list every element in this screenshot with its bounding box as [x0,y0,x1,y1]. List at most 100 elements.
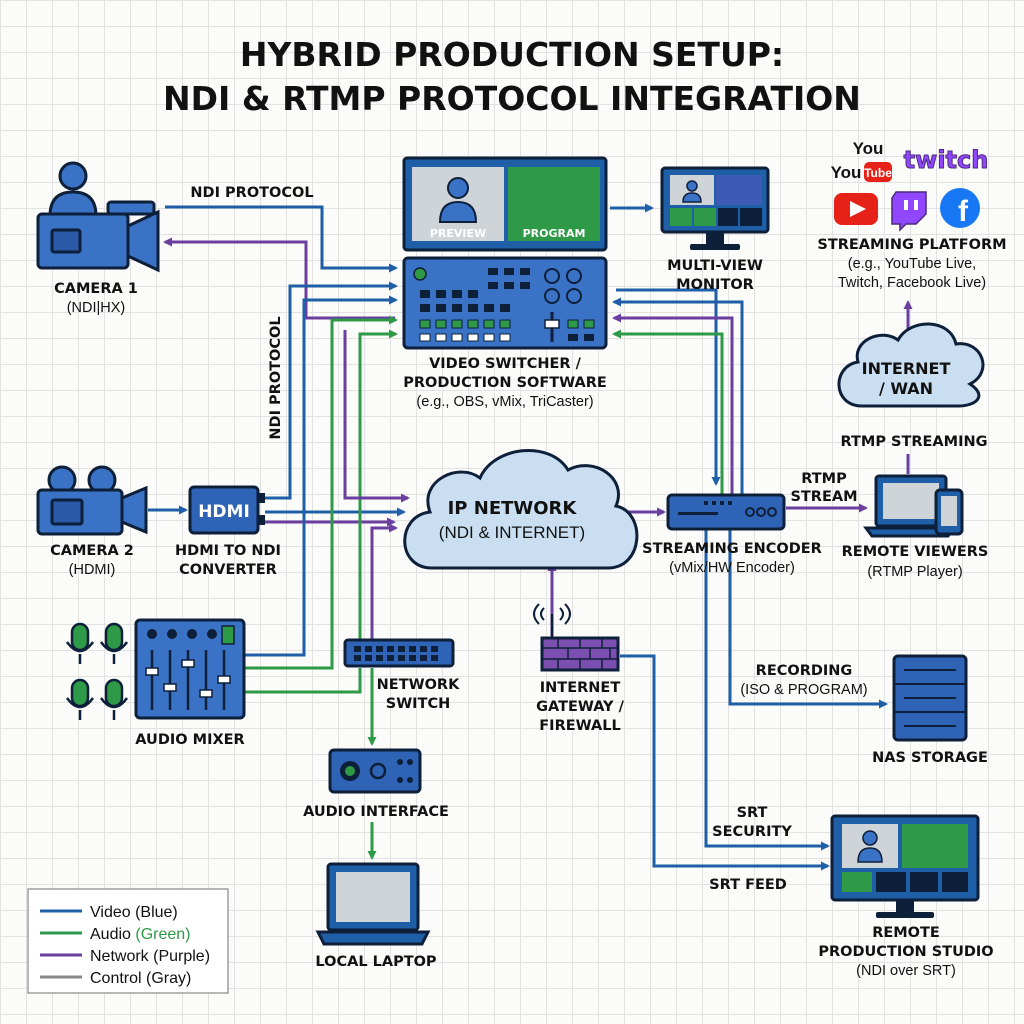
laptop-icon [863,474,957,538]
hdmi-converter-icon: HDMI [188,485,265,535]
remote-studio-monitor-icon [830,814,980,918]
edge-encoder-switcher-video [612,297,744,495]
edge-network-camera1 [163,237,395,320]
edge-label-recording-2: (ISO & PROGRAM) [740,682,867,698]
phone-icon [934,488,964,536]
camera-2-sub: (HDMI) [69,562,116,578]
internet-label-2: / WAN [879,379,933,398]
youtube-play-icon [834,193,878,225]
remote-viewers-node: REMOTE VIEWERS (RTMP Player) [842,474,989,580]
gateway-label-3: FIREWALL [539,718,620,734]
camera-1-sub: (NDI|HX) [67,300,126,316]
edge-label-recording-1: RECORDING [756,663,853,679]
program-label: PROGRAM [523,227,586,240]
legend-text: Audio (Green) [90,926,191,943]
legend-text: Control (Gray) [90,970,191,987]
video-switcher-node: PREVIEW PROGRAM [402,156,608,410]
wifi-icon [533,603,571,638]
edge-encoder-switcher-audio [612,329,724,495]
switcher-label-1: VIDEO SWITCHER / [429,356,582,372]
legend-text: Video (Blue) [90,904,178,921]
firewall-icon [540,636,620,672]
legend-item: Audio (Green) [40,926,191,943]
edge-mixer-netswitch [245,668,362,694]
multiview-label-2: MONITOR [676,277,754,293]
facebook-glyph: f [958,195,969,228]
edge-mixer-switcher-audio [245,315,398,670]
edge-label-ndi-top: NDI PROTOCOL [190,185,313,201]
edge-label-srt-security-2: SECURITY [712,824,792,840]
multiview-monitor-icon [660,166,770,250]
camera-1-label: CAMERA 1 [54,281,138,297]
preview-label: PREVIEW [430,227,486,240]
platform-sub-1: (e.g., YouTube Live, [848,256,976,272]
multiview-node: MULTI-VIEW MONITOR [660,166,770,293]
youtube-wordmark-left: You [831,163,862,182]
edge-mixer-switcher-video [245,295,398,657]
switcher-sub: (e.g., OBS, vMix, TriCaster) [416,394,593,410]
local-laptop-node: LOCAL LAPTOP [315,862,437,970]
remote-studio-sub: (NDI over SRT) [856,963,956,979]
nas-storage-node: NAS STORAGE [872,654,988,766]
remote-viewers-sub: (RTMP Player) [867,564,962,580]
edge-encoder-nas [728,530,888,709]
platform-sub-2: Twitch, Facebook Live) [838,275,986,291]
gateway-node: INTERNET GATEWAY / FIREWALL [533,603,625,734]
camera-1-node: CAMERA 1 (NDI|HX) [36,161,160,316]
gateway-label-2: GATEWAY / [536,699,625,715]
hdmi-converter-node: HDMI HDMI TO NDI CONVERTER [175,485,281,578]
network-switch-label-1: NETWORK [377,677,460,693]
nas-label: NAS STORAGE [872,750,988,766]
remote-studio-label-2: PRODUCTION STUDIO [818,944,993,960]
edge-netswitch-switcher [358,329,398,640]
youtube-wordmark-top: You [853,139,884,158]
encoder-icon [666,493,786,531]
gateway-label-1: INTERNET [540,680,621,696]
edge-label-ndi-vertical: NDI PROTOCOL [268,316,284,439]
hdmi-converter-label-1: HDMI TO NDI [175,543,281,559]
network-switch-icon [343,638,455,668]
audio-mixer-node: AUDIO MIXER [65,618,246,748]
edge-label-rtmp-stream-1: RTMP [801,471,847,487]
platform-label: STREAMING PLATFORM [817,237,1006,253]
legend-item: Network (Purple) [40,948,210,965]
edge-switcher-network [343,330,410,503]
edge-label-rtmp-streaming: RTMP STREAMING [841,434,988,450]
streaming-platform-node: You You Tube twitch f STREAMING PLATFORM… [817,139,1006,291]
hdmi-converter-label-2: CONVERTER [179,562,277,578]
youtube-badge: Tube [864,166,892,180]
legend: Video (Blue) Audio (Green) Network (Purp… [27,888,229,994]
laptop-icon [315,862,431,946]
audio-interface-icon [328,748,422,794]
connections [148,203,913,871]
streaming-encoder-node: STREAMING ENCODER (vMix/HW Encoder) [642,493,822,576]
edge-netswitch-network [370,523,398,640]
camera-2-label: CAMERA 2 [50,543,134,559]
edge-switcher-encoder-video [616,288,721,486]
audio-interface-label: AUDIO INTERFACE [303,804,449,820]
internet-cloud-icon [837,322,985,408]
twitch-glitch-icon [891,191,927,232]
encoder-sub: (vMix/HW Encoder) [669,560,795,576]
ip-network-node: IP NETWORK (NDI & INTERNET) [403,449,639,570]
switcher-label-2: PRODUCTION SOFTWARE [403,375,607,391]
switcher-monitor-icon: PREVIEW PROGRAM [402,156,608,252]
network-switch-node: NETWORK SWITCH [343,638,460,712]
edge-camera1-switcher [165,205,398,273]
edge-labels: NDI PROTOCOL NDI PROTOCOL RTMP STREAMING… [190,185,987,893]
audio-mixer-icon [134,618,246,720]
multiview-label-1: MULTI-VIEW [667,258,763,274]
microphone-icon [65,678,95,720]
remote-viewers-label: REMOTE VIEWERS [842,544,989,560]
legend-text: Network (Purple) [90,948,210,965]
twitch-logo-icon: twitch [903,146,989,175]
twitch-wordmark: twitch [904,146,989,174]
ip-network-label-1: IP NETWORK [448,498,578,519]
title-line-2: NDI & RTMP PROTOCOL INTEGRATION [163,79,861,118]
switcher-console-icon [402,256,608,350]
internet-node: INTERNET / WAN [837,322,985,408]
internet-label-1: INTERNET [862,359,951,378]
encoder-label: STREAMING ENCODER [642,541,822,557]
legend-item: Control (Gray) [40,970,191,987]
